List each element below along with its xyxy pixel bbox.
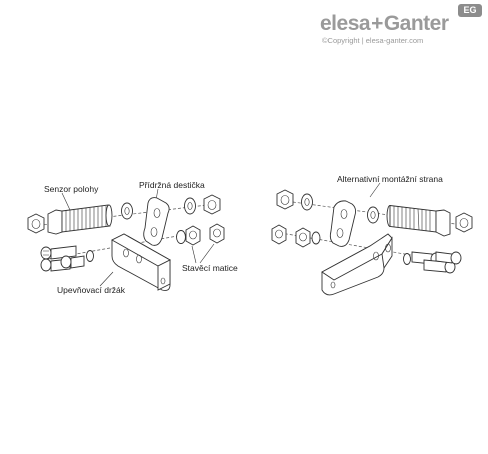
copyright-text: ©Copyright | elesa-ganter.com: [322, 36, 424, 45]
left-adjusting-nuts: [176, 223, 225, 246]
left-assembly: [27, 188, 225, 291]
right-upper-washer: [301, 193, 313, 211]
right-position-sensor: [386, 204, 451, 237]
label-mounting-bracket: Upevňovací držák: [57, 285, 126, 295]
leader-sensor: [61, 192, 71, 211]
label-position-sensor: Senzor polohy: [44, 184, 99, 194]
left-sensor-nut: [27, 213, 45, 234]
label-retaining-plate: Přídržná destička: [139, 180, 205, 190]
label-adjusting-nuts: Stavěcí matice: [182, 263, 238, 273]
brand-elesa: elesa: [320, 12, 371, 35]
right-adjusting-nuts: [271, 224, 321, 248]
left-retaining-plate: [143, 197, 170, 246]
left-upper-washer: [184, 197, 196, 215]
left-bolt-washer: [86, 250, 94, 262]
leader-nuts-2: [199, 243, 215, 264]
right-assembly: [271, 182, 473, 296]
right-mounting-bracket: [321, 233, 393, 296]
brand-logo: elesa+Ganter: [320, 12, 449, 36]
brand-ganter: Ganter: [383, 12, 449, 35]
right-sensor-nut: [455, 212, 473, 233]
right-upper-nut: [276, 189, 294, 210]
right-retaining-plate: [329, 200, 357, 247]
left-mounting-bracket: [111, 233, 171, 291]
left-bolt-1: [40, 245, 77, 260]
brand-plus: +: [371, 12, 383, 35]
left-washer: [121, 202, 133, 220]
leader-nuts-1: [191, 245, 197, 264]
label-alternative-mounting-side: Alternativní montážní strana: [337, 174, 443, 184]
right-sensor-washer: [367, 206, 379, 224]
leader-alternative: [369, 182, 381, 198]
right-bolt-washer: [403, 253, 411, 265]
left-position-sensor: [47, 204, 113, 235]
leader-holder: [99, 271, 114, 287]
eg-badge: EG: [458, 4, 482, 17]
right-bolt-3: [435, 251, 462, 265]
left-upper-nut: [203, 194, 221, 215]
left-bolt-3: [60, 255, 85, 269]
